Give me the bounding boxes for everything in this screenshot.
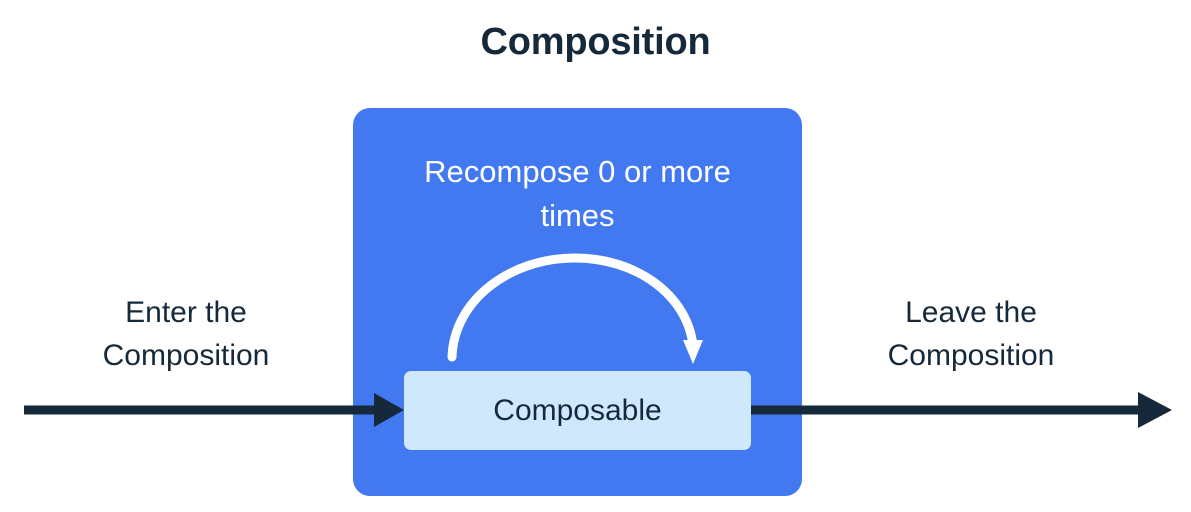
leave-label-line1: Leave the: [905, 296, 1037, 329]
leave-composition-label: Leave the Composition: [840, 291, 1102, 377]
leave-arrow-right-icon: [751, 392, 1172, 428]
enter-label-line1: Enter the: [125, 296, 247, 329]
enter-label-line2: Composition: [102, 339, 270, 372]
page-title: Composition: [480, 21, 711, 63]
composable-box: Composable: [404, 371, 751, 450]
recompose-label: Recompose 0 or more times: [424, 154, 731, 233]
composable-label: Composable: [493, 393, 662, 427]
enter-arrow-right-icon: [24, 393, 404, 427]
leave-label-line2: Composition: [887, 339, 1055, 372]
enter-composition-label: Enter the Composition: [55, 291, 317, 377]
